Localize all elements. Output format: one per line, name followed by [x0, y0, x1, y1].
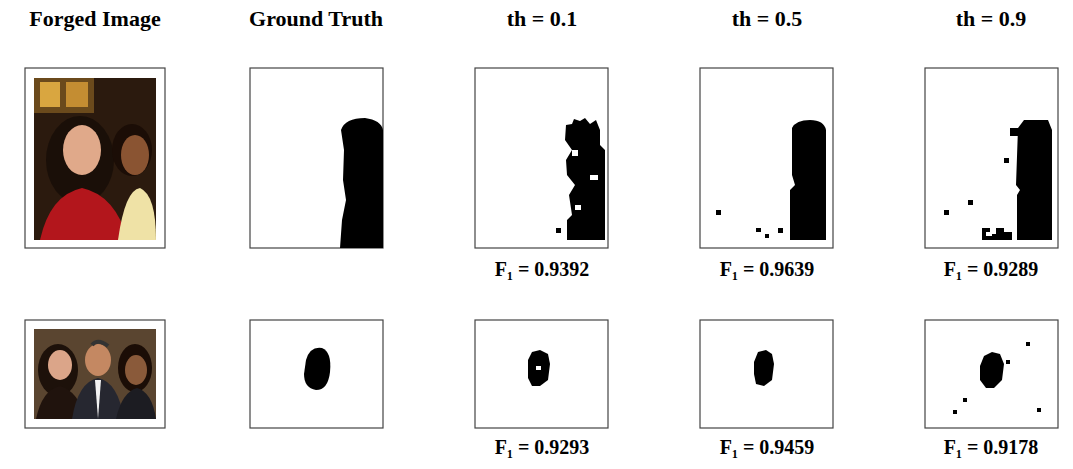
f1-score: F₁ = 0.9293 — [495, 436, 590, 459]
column-header: th = 0.1 — [507, 6, 578, 32]
column-header: th = 0.9 — [956, 6, 1027, 32]
f1-score: F₁ = 0.9639 — [720, 258, 815, 281]
forged-photo — [25, 68, 165, 248]
prediction-mask — [475, 320, 608, 428]
ground-truth-mask — [250, 320, 383, 428]
f1-score: F₁ = 0.9459 — [720, 436, 815, 459]
column-header: Ground Truth — [249, 6, 383, 32]
f1-score: F₁ = 0.9392 — [495, 258, 590, 281]
ground-truth-mask — [250, 68, 383, 248]
prediction-mask — [925, 320, 1058, 428]
column-header: Forged Image — [29, 6, 160, 32]
forged-photo — [25, 320, 165, 428]
prediction-mask — [700, 320, 833, 428]
column-header: th = 0.5 — [732, 6, 803, 32]
prediction-mask — [925, 68, 1058, 248]
f1-score: F₁ = 0.9178 — [944, 436, 1039, 459]
f1-score: F₁ = 0.9289 — [944, 258, 1039, 281]
prediction-mask — [475, 68, 608, 248]
prediction-mask — [700, 68, 833, 248]
